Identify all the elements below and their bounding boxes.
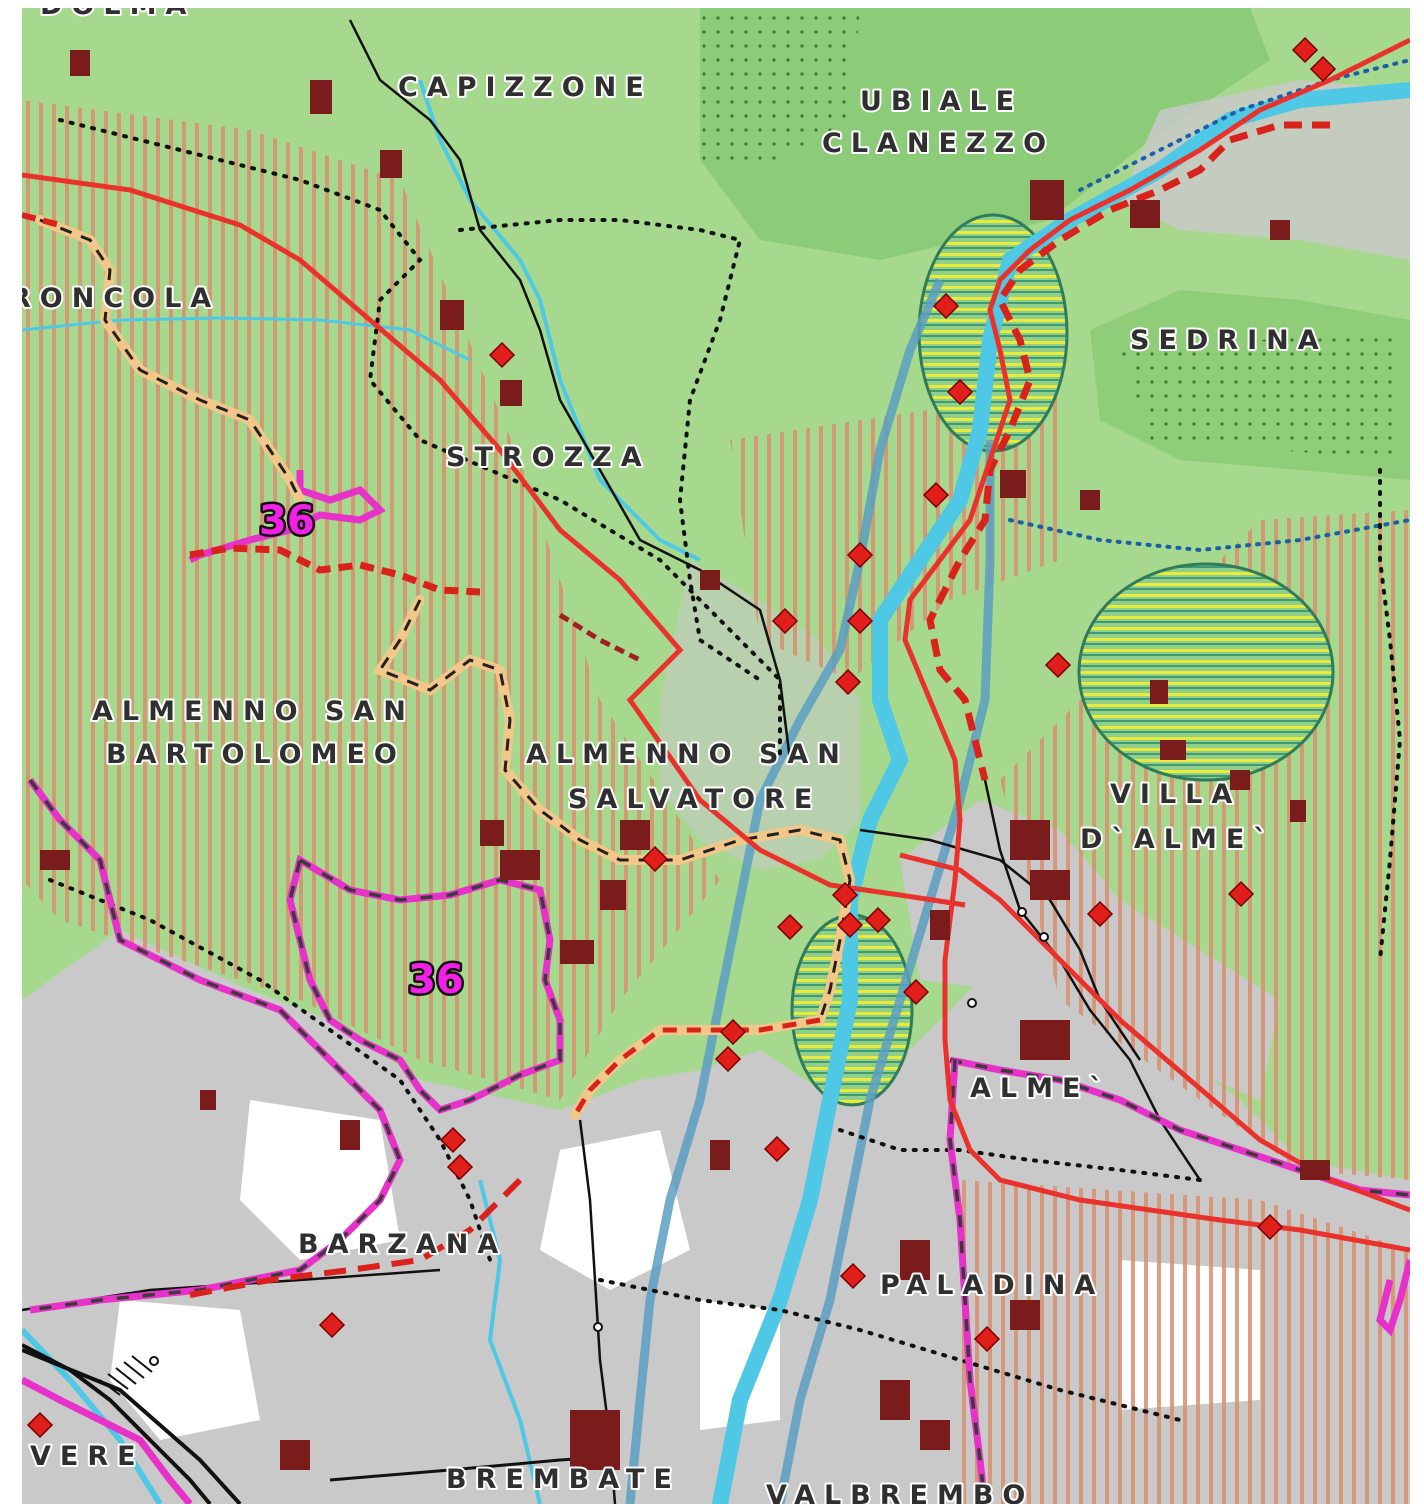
marker-diamond (836, 911, 864, 939)
marker-diamond (922, 481, 950, 509)
route-number-36-south[interactable]: 36 (406, 955, 467, 1006)
stream-southwest (22, 1327, 163, 1504)
marker-diamond (973, 1325, 1001, 1353)
label-villa-line2: D`ALME` (1080, 824, 1276, 855)
marker-diamond (1291, 36, 1319, 64)
marker-diamond (318, 1311, 346, 1339)
label-brembate: BREMBATE (446, 1464, 681, 1495)
marker-diamond (1309, 55, 1337, 83)
marker-diamond (902, 978, 930, 1006)
river-brembo (712, 82, 1410, 1504)
canal-east (775, 440, 995, 1504)
river-brembilla (418, 79, 701, 562)
marker-diamond (1256, 1213, 1284, 1241)
route-number-36-north[interactable]: 36 (257, 496, 318, 547)
road-east (983, 779, 1202, 1181)
urban-area-north (1120, 80, 1410, 260)
marker-diamond (1044, 651, 1072, 679)
admin-boundary-6 (598, 1278, 1182, 1422)
marker-diamond (834, 668, 862, 696)
marker-diamond (864, 906, 892, 934)
marker-diamond (1086, 900, 1114, 928)
open-field-2 (540, 1130, 690, 1290)
protected-dots-sedrina (1120, 330, 1400, 460)
trail-red-dash-brembo[interactable] (926, 121, 1330, 781)
label-capizzone: CAPIZZONE (398, 72, 653, 103)
marker-diamond (776, 913, 804, 941)
railway-ties (99, 1355, 153, 1396)
route-pink-vertical-dash (948, 1059, 987, 1504)
label-almenno-ss-line1: ALMENNO SAN (526, 739, 849, 770)
route-pink-east-dash (949, 1058, 1410, 1197)
marker-diamond (932, 292, 960, 320)
marker-diamond (846, 607, 874, 635)
railway-track (22, 1343, 212, 1504)
marker-diamond (846, 541, 874, 569)
rail-line-west[interactable] (22, 172, 966, 908)
admin-boundary-8 (838, 1128, 1202, 1182)
marker-diamond (26, 1411, 54, 1439)
label-alme: ALME` (970, 1073, 1112, 1104)
canal-west (625, 278, 945, 1504)
route-pink-west-dash (28, 778, 402, 1312)
trail-top-west (22, 212, 61, 228)
trail-almenno-dash (377, 599, 852, 1021)
marker-diamond (946, 378, 974, 406)
label-valbrembo: VALBREMBO (766, 1480, 1034, 1504)
road-valley-north (348, 19, 792, 761)
marker-diamond (763, 1135, 791, 1163)
marker-diamond (719, 1018, 747, 1046)
protected-dots (700, 8, 860, 170)
buildings-layer (40, 50, 1330, 1470)
trail-roncola-dash (39, 218, 302, 501)
label-barzana: BARZANA (298, 1229, 507, 1260)
admin-boundary-2 (458, 218, 762, 682)
open-field-3 (110, 1300, 260, 1440)
trail-red-dash-south (572, 1017, 821, 1117)
admin-boundary-5 (48, 878, 492, 1262)
stream-barzana (478, 1179, 542, 1504)
trail-red-dash-north[interactable] (189, 544, 481, 596)
hatched-area-southeast (960, 1180, 1410, 1504)
site-markers[interactable] (26, 36, 1337, 1439)
rail-line-brembo[interactable] (902, 37, 1410, 1253)
label-almenno-sb-line2: BARTOLOMEO (106, 739, 406, 770)
label-strozza: STROZZA (446, 442, 651, 473)
label-almenno-sb-line1: ALMENNO SAN (92, 696, 415, 727)
marker-diamond (714, 1045, 742, 1073)
route-36-loop-south-dash (288, 857, 562, 1113)
marker-diamond (771, 607, 799, 635)
route-pink-southwest[interactable] (22, 1376, 193, 1504)
label-villa-line1: VILLA (1110, 779, 1241, 810)
label-paladina: PALADINA (880, 1270, 1104, 1301)
place-labels: CAPIZZONE UBIALE CLANEZZO RONCOLA SEDRIN… (10, 0, 1328, 1504)
label-top-cut: DOLMA (40, 0, 195, 21)
hatched-area-west (22, 100, 720, 1100)
junctions (149, 907, 1049, 1366)
admin-boundary-3 (1008, 518, 1410, 553)
label-vere: VERE (30, 1441, 145, 1472)
admin-boundary-4 (1078, 58, 1410, 192)
route-36-north-loop[interactable] (188, 470, 386, 564)
label-sedrina: SEDRINA (1130, 325, 1328, 356)
marker-diamond (439, 1126, 467, 1154)
label-clanezzo: CLANEZZO (822, 128, 1055, 159)
label-roncola: RONCOLA (10, 283, 220, 314)
marker-diamond (488, 341, 516, 369)
marker-diamond (446, 1153, 474, 1181)
marker-diamond (839, 1262, 867, 1290)
route-pink-southeast[interactable] (1376, 1259, 1410, 1337)
label-ubiale: UBIALE (860, 86, 1023, 117)
marker-diamond (1227, 880, 1255, 908)
marker-diamond (641, 845, 669, 873)
trail-red-dash-barzana[interactable] (189, 1177, 523, 1298)
marker-diamond (831, 881, 859, 909)
label-almenno-ss-line2: SALVATORE (568, 784, 821, 815)
zone-villa-dalme[interactable] (1077, 562, 1335, 782)
admin-boundary-7 (1378, 468, 1403, 962)
